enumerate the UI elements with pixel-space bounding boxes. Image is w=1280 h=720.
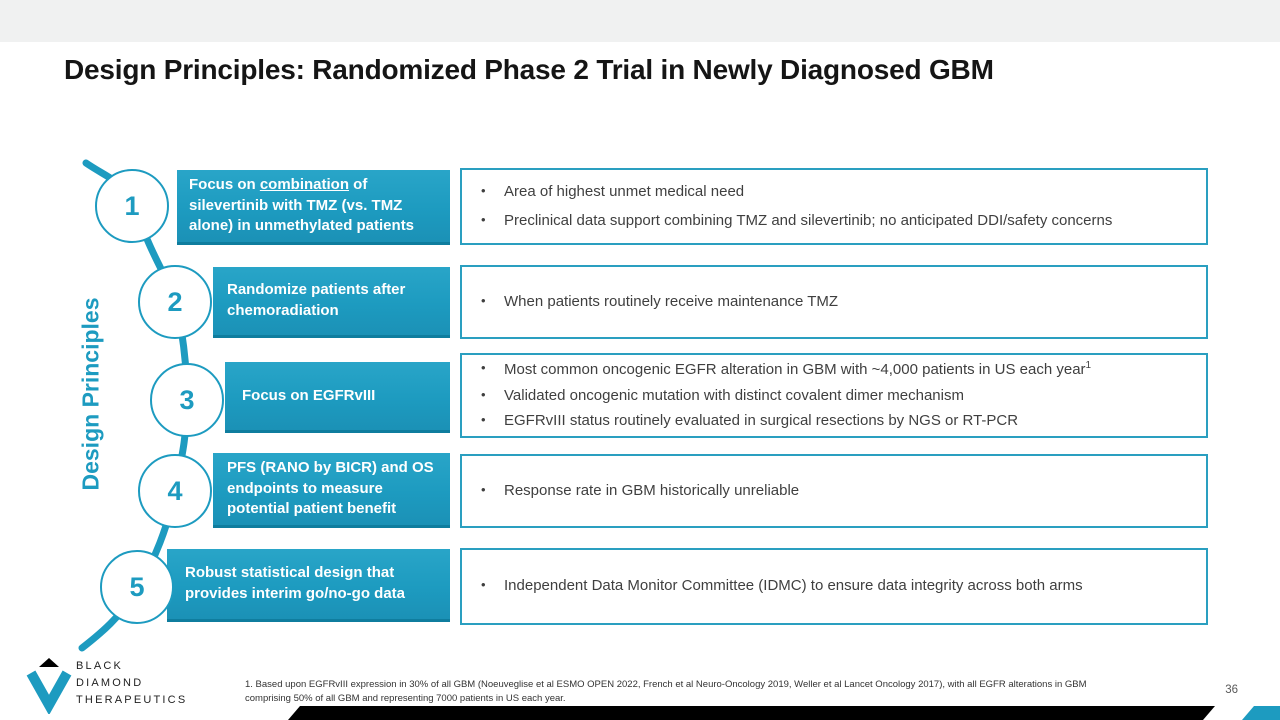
bullet-item: • When patients routinely receive mainten… bbox=[462, 293, 1196, 312]
bullet-marker: • bbox=[481, 577, 486, 593]
principle-box: Randomize patients after chemoradiation bbox=[213, 267, 450, 338]
principle-text: Randomize patients after chemoradiation bbox=[227, 281, 406, 319]
bullet-item: • Most common oncogenic EGFR alteration i… bbox=[462, 360, 1196, 380]
detail-box: • Response rate in GBM historically unrel… bbox=[460, 454, 1208, 528]
bullet-item: • Independent Data Monitor Committee (IDM… bbox=[462, 577, 1196, 596]
logo-line-diamond: DIAMOND bbox=[76, 677, 144, 689]
step-number-circle: 1 bbox=[95, 169, 169, 243]
bullet-text: Area of highest unmet medical need bbox=[504, 182, 745, 200]
bullet-item: • EGFRvIII status routinely evaluated in … bbox=[462, 412, 1196, 431]
bullet-marker: • bbox=[481, 292, 486, 308]
principle-box: Focus on combination of silevertinib wit… bbox=[177, 170, 450, 245]
bullet-marker: • bbox=[481, 412, 486, 428]
bullet-item: • Area of highest unmet medical need bbox=[462, 183, 1196, 202]
black-diamond-logo-icon bbox=[26, 658, 72, 714]
footnote-line-1: 1. Based upon EGFRvIII expression in 30%… bbox=[245, 679, 1087, 690]
bullet-marker: • bbox=[481, 211, 486, 227]
principle-box: Focus on EGFRvIII bbox=[225, 362, 450, 433]
logo-line-therapeutics: THERAPEUTICS bbox=[76, 694, 188, 706]
step-number-circle: 3 bbox=[150, 363, 224, 437]
principle-box: PFS (RANO by BICR) and OS endpoints to m… bbox=[213, 453, 450, 528]
bullet-text: When patients routinely receive maintena… bbox=[504, 292, 839, 310]
bullet-item: • Preclinical data support combining TMZ … bbox=[462, 212, 1196, 231]
detail-box: • Most common oncogenic EGFR alteration i… bbox=[460, 353, 1208, 438]
bullet-text: Validated oncogenic mutation with distin… bbox=[504, 386, 964, 404]
bullet-text: Preclinical data support combining TMZ a… bbox=[504, 211, 1113, 229]
step-number-circle: 5 bbox=[100, 550, 174, 624]
step-number-circle: 4 bbox=[138, 454, 212, 528]
principle-box: Robust statistical design that provides … bbox=[167, 549, 450, 622]
principle-text: PFS (RANO by BICR) and OS endpoints to m… bbox=[227, 458, 434, 518]
bullet-marker: • bbox=[481, 481, 486, 497]
principle-text: Robust statistical design that provides … bbox=[185, 564, 406, 602]
bottom-bar-teal bbox=[1242, 706, 1280, 720]
side-label-design-principles: Design Principles bbox=[77, 297, 104, 491]
step-number-circle: 2 bbox=[138, 265, 212, 339]
principle-text: Focus on combination of silevertinib wit… bbox=[189, 175, 415, 235]
detail-box: • Area of highest unmet medical need • Prec… bbox=[460, 168, 1208, 245]
slide-title: Design Principles: Randomized Phase 2 Tr… bbox=[64, 54, 994, 85]
bullet-text: Response rate in GBM historically unreli… bbox=[504, 481, 800, 499]
page-number: 36 bbox=[1225, 684, 1238, 696]
bullet-marker: • bbox=[481, 182, 486, 198]
top-gray-band bbox=[0, 0, 1280, 42]
bullet-text: Independent Data Monitor Committee (IDMC… bbox=[504, 577, 1083, 595]
bottom-bar-black bbox=[288, 706, 1215, 720]
company-logo-text: BLACK DIAMOND THERAPEUTICS bbox=[76, 658, 187, 709]
bullet-item: • Response rate in GBM historically unrel… bbox=[462, 482, 1196, 501]
detail-box: • When patients routinely receive mainten… bbox=[460, 265, 1208, 339]
footnote-line-2: comprising 50% of all GBM and representi… bbox=[245, 693, 566, 704]
bullet-text: EGFRvIII status routinely evaluated in s… bbox=[504, 412, 1019, 430]
logo-line-black: BLACK bbox=[76, 660, 124, 672]
bullet-marker: • bbox=[481, 386, 486, 402]
principle-text: Focus on EGFRvIII bbox=[242, 386, 376, 404]
bullet-marker: • bbox=[481, 359, 486, 375]
bullet-text: Most common oncogenic EGFR alteration in… bbox=[504, 359, 1092, 378]
detail-box: • Independent Data Monitor Committee (IDM… bbox=[460, 548, 1208, 625]
bullet-item: • Validated oncogenic mutation with disti… bbox=[462, 387, 1196, 406]
footnote: 1. Based upon EGFRvIII expression in 30%… bbox=[245, 678, 1105, 706]
